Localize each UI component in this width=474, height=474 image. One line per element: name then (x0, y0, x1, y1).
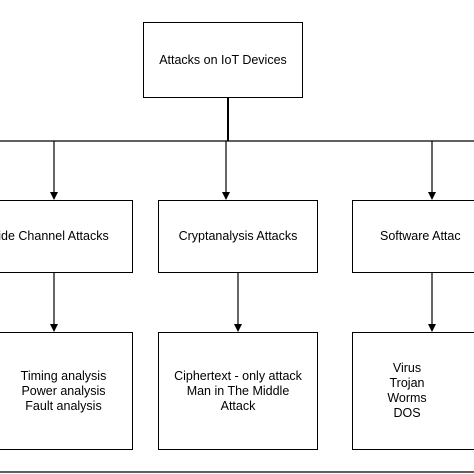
item-text: Worms (387, 391, 427, 405)
items-node-software: Virus Trojan Worms DOS (352, 332, 474, 450)
item-text: Virus (392, 361, 422, 375)
category-label: ide Channel Attacks (0, 229, 109, 243)
items-node-side-channel: Timing analysis Power analysis Fault ana… (0, 332, 133, 450)
item-text: Ciphertext - only attack (174, 368, 302, 383)
item-text: Power analysis (21, 383, 106, 398)
item-text: Timing analysis (20, 368, 107, 383)
category-node-software: Software Attac (352, 200, 474, 273)
item-text: DOS (393, 406, 421, 420)
category-label: Software Attac (380, 229, 461, 243)
category-node-cryptanalysis: Cryptanalysis Attacks (158, 200, 318, 273)
category-label: Cryptanalysis Attacks (178, 229, 298, 243)
root-node: Attacks on IoT Devices (143, 22, 303, 98)
item-text: Attack (220, 398, 256, 413)
item-text: Trojan (389, 376, 425, 390)
item-text: Fault analysis (25, 398, 102, 413)
root-label: Attacks on IoT Devices (159, 52, 287, 67)
category-node-side-channel: ide Channel Attacks (0, 200, 133, 273)
item-text: Man in The Middle (186, 383, 290, 398)
items-node-cryptanalysis: Ciphertext - only attack Man in The Midd… (158, 332, 318, 450)
